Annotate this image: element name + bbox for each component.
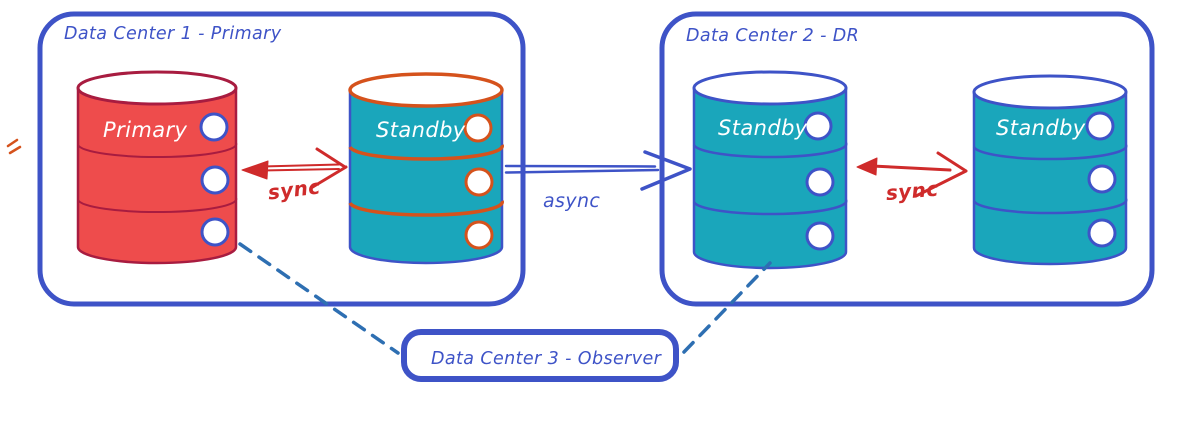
cylinder-top xyxy=(692,70,848,106)
data-center-1-border xyxy=(37,11,526,307)
primary-database-cylinder: Primary xyxy=(76,70,238,265)
arrow-shaft xyxy=(261,163,340,172)
disk-dot-icon xyxy=(199,112,229,142)
data-center-3-border xyxy=(401,329,679,382)
dc2-standby-database-cylinder-2: Standby xyxy=(972,74,1128,266)
data-center-1-title: Data Center 1 - Primary xyxy=(64,24,282,44)
dc1-standby-database-cylinder: Standby xyxy=(348,72,504,265)
cylinder-top xyxy=(348,72,504,108)
stray-pen-mark-icon xyxy=(6,138,22,155)
arrow-shaft xyxy=(504,164,660,174)
cylinder-divider xyxy=(692,199,848,216)
cylinder-body xyxy=(348,88,504,265)
cylinder-body xyxy=(972,90,1128,266)
data-center-3-group: Data Center 3 - Observer xyxy=(401,329,679,382)
data-center-2-title: Data Center 2 - DR xyxy=(686,26,859,46)
dc2-standby-database-2-label: Standby xyxy=(996,116,1086,140)
primary-database-label: Primary xyxy=(103,118,187,142)
disk-dot-icon xyxy=(463,113,493,143)
dc2-sync-arrow: sync xyxy=(856,151,968,205)
cylinder-divider xyxy=(77,197,238,214)
cylinder-top xyxy=(76,70,238,106)
data-center-2-border xyxy=(659,11,1155,307)
arrow-shaft xyxy=(870,164,952,172)
disk-dot-icon xyxy=(803,111,833,141)
cylinder-top xyxy=(972,74,1128,110)
cylinder-divider xyxy=(692,142,848,159)
disk-dot-icon xyxy=(1085,111,1115,141)
disk-dot-icon xyxy=(1087,164,1117,194)
cylinder-divider xyxy=(348,144,504,161)
cylinder-divider xyxy=(972,198,1128,215)
disk-dot-icon xyxy=(805,167,835,197)
async-arrow-label: async xyxy=(543,190,600,212)
dc1-standby-database-label: Standby xyxy=(376,118,466,142)
dc2-standby-database-cylinder-1: Standby xyxy=(692,70,848,270)
arrowhead-right-icon xyxy=(309,147,348,190)
disk-dot-icon xyxy=(200,165,230,195)
disk-dot-icon xyxy=(464,167,494,197)
data-center-1-group: Data Center 1 - Primary Primary xyxy=(37,11,526,307)
observer-connector-left xyxy=(238,242,400,355)
data-center-2-group: Data Center 2 - DR Standby sync xyxy=(659,11,1155,307)
disk-dot-icon xyxy=(464,220,494,250)
dc1-sync-arrow-label: sync xyxy=(266,174,321,204)
arrowhead-right-icon xyxy=(914,151,968,198)
observer-connector-right xyxy=(682,261,772,354)
disk-dot-icon xyxy=(805,221,835,251)
cylinder-divider xyxy=(972,144,1128,161)
cylinder-body xyxy=(76,86,238,265)
dc2-sync-arrow-label: sync xyxy=(885,177,940,205)
cylinder-divider xyxy=(348,200,504,217)
disk-dot-icon xyxy=(1087,218,1117,248)
dc2-standby-database-1-label: Standby xyxy=(718,116,808,140)
data-center-3-title: Data Center 3 - Observer xyxy=(431,349,663,369)
cylinder-divider xyxy=(77,142,238,159)
disk-dot-icon xyxy=(200,217,230,247)
dc1-sync-arrow: sync xyxy=(241,147,348,205)
